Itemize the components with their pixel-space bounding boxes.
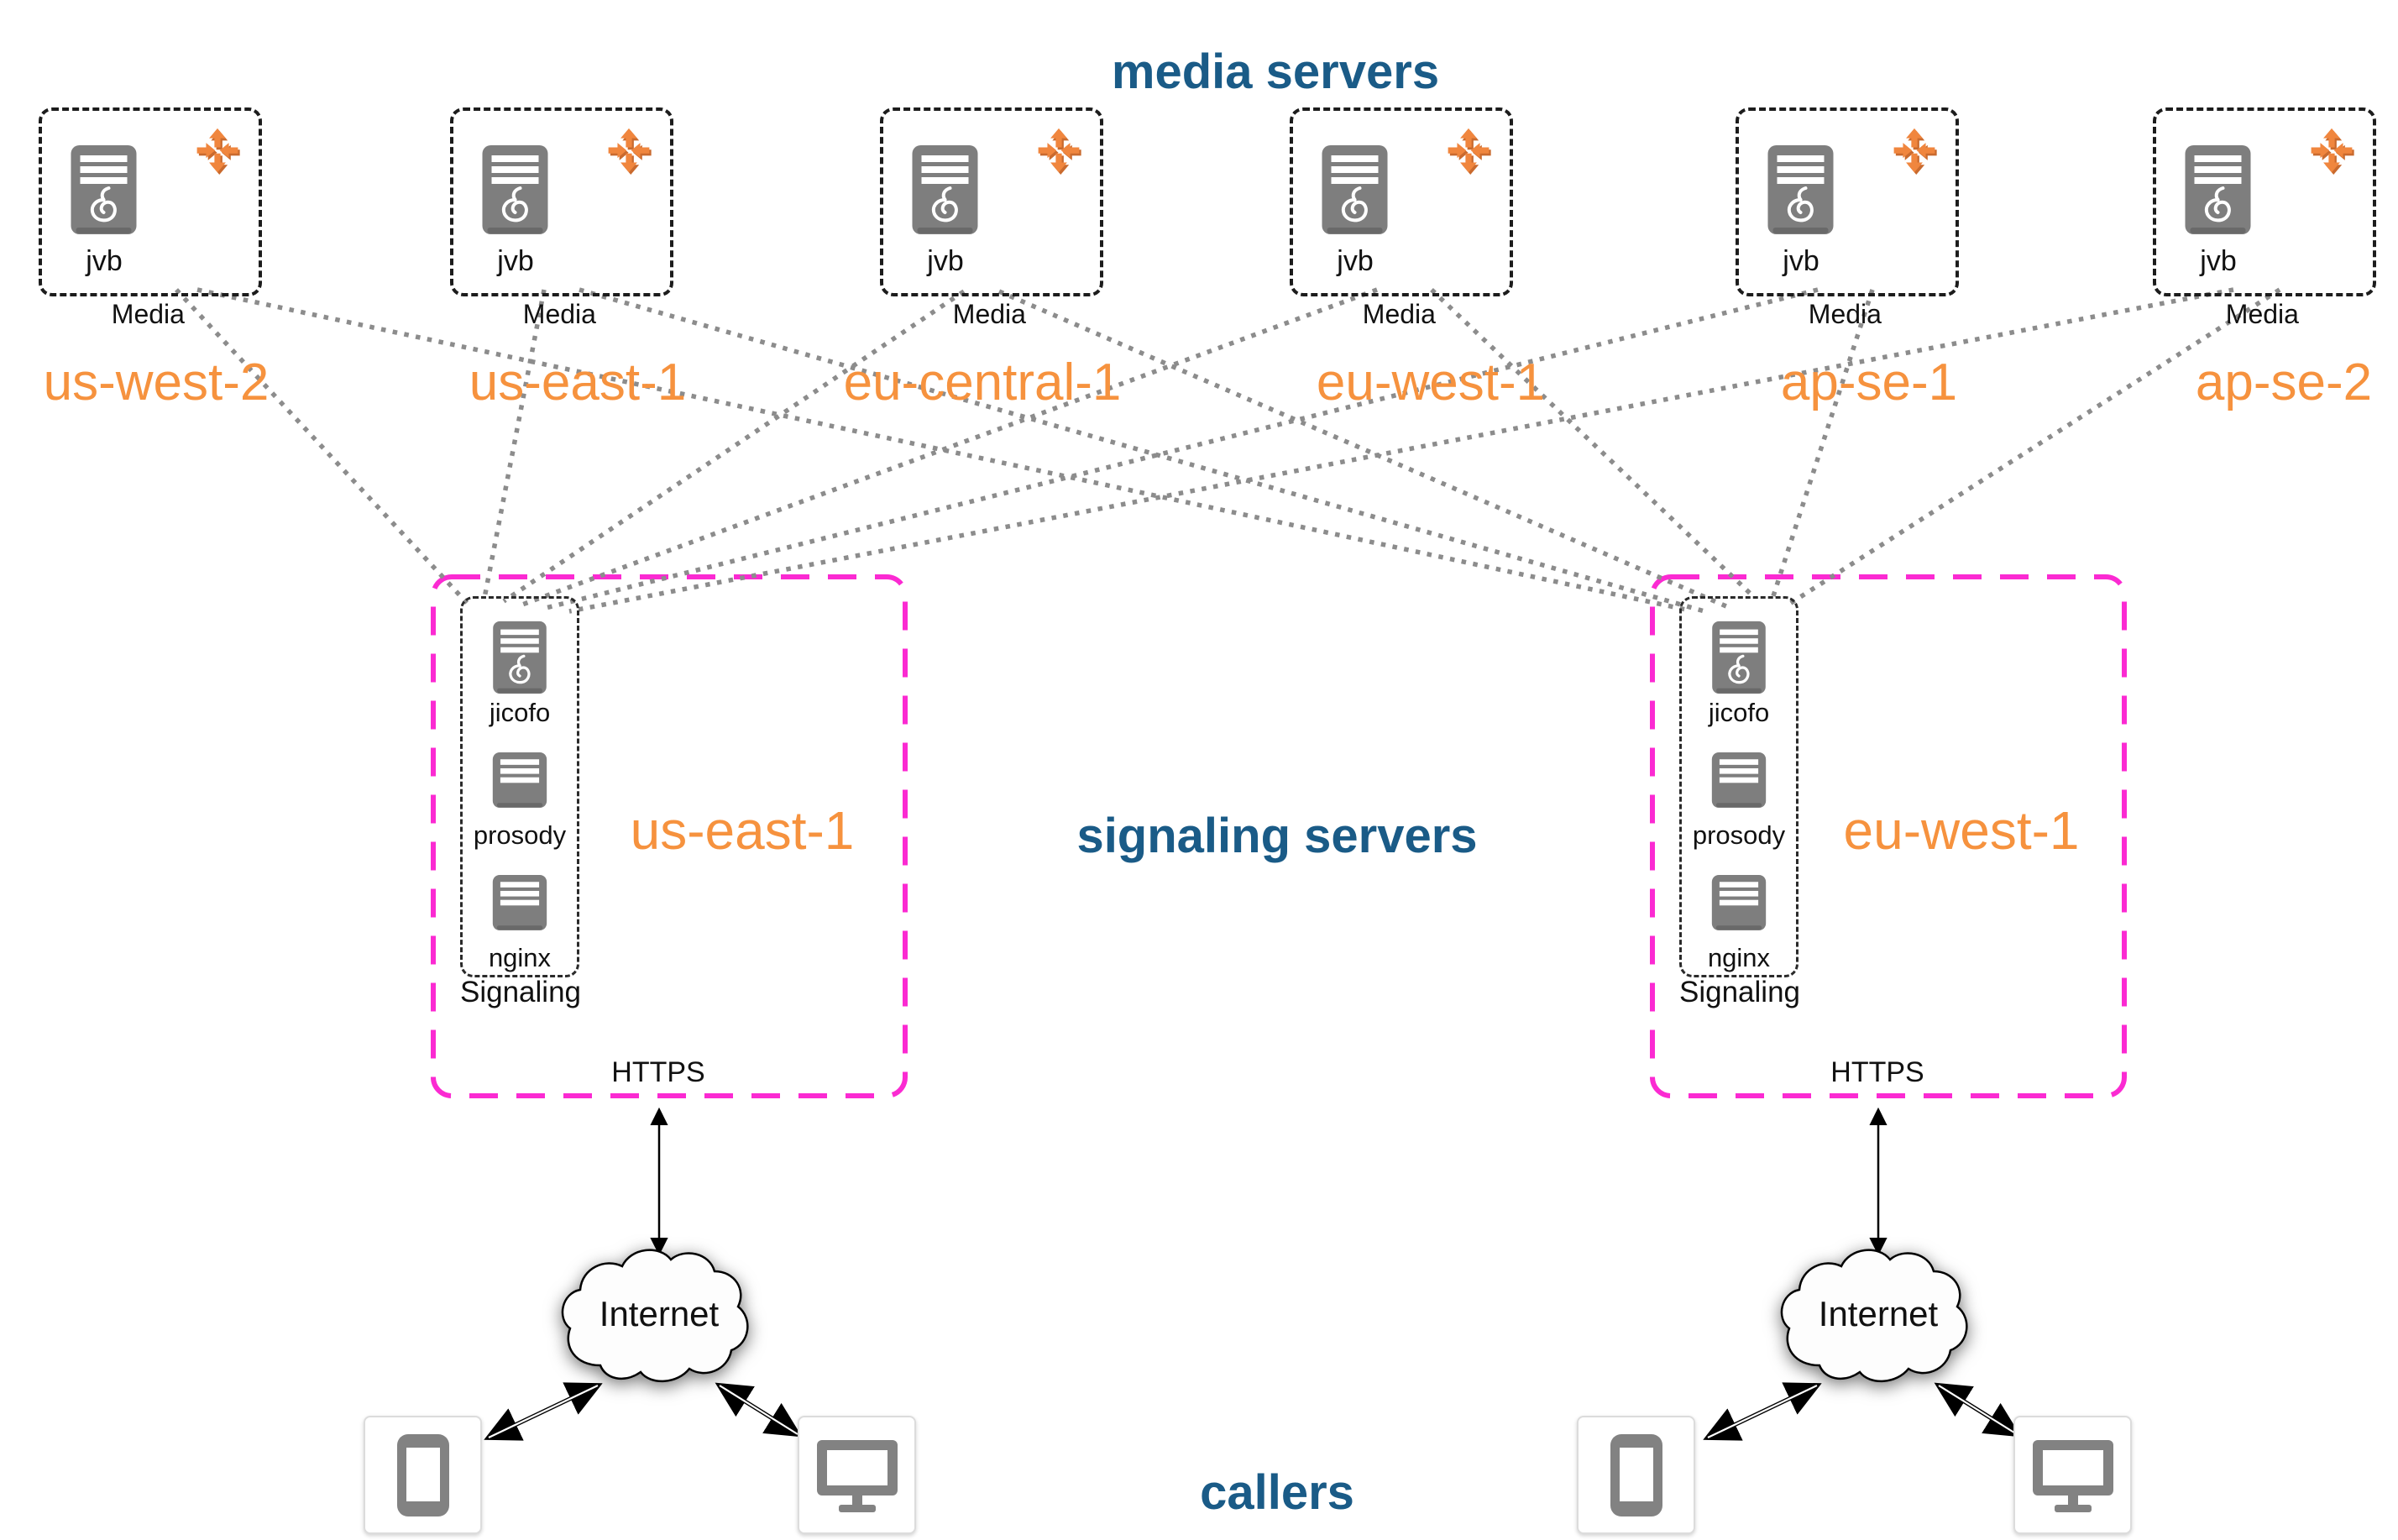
region-label-us-west-2: us-west-2 — [43, 354, 270, 411]
caller-device-tablet — [1577, 1416, 1695, 1534]
scale-arrows-icon — [608, 128, 652, 175]
caller-device-tablet — [364, 1416, 482, 1534]
jicofo-server-icon — [492, 621, 547, 694]
jvb-server-icon — [1767, 144, 1835, 236]
jvb-label: jvb — [1337, 245, 1374, 277]
prosody-server-icon — [1711, 752, 1767, 808]
media-zone-label: Media — [1362, 299, 1436, 329]
media-link-line — [579, 287, 1705, 614]
signaling-zone-label: Signaling — [1679, 976, 1800, 1008]
region-label-us-east-1: us-east-1 — [469, 354, 687, 411]
internet-label: Internet — [1818, 1294, 1939, 1334]
jvb-label: jvb — [927, 245, 964, 277]
jvb-label: jvb — [1783, 245, 1819, 277]
media-link-line — [545, 287, 1819, 610]
signaling-cluster: jicofo prosody nginx — [1679, 596, 1798, 977]
callers-title: callers — [1200, 1465, 1354, 1520]
monitor-icon — [816, 1439, 898, 1512]
nginx-server-icon — [492, 875, 547, 930]
region-label-eu-central-1: eu-central-1 — [843, 354, 1122, 411]
jicofo-server-icon — [1711, 621, 1767, 694]
media-link-line — [196, 287, 1687, 612]
prosody-label: prosody — [473, 820, 567, 850]
media-zone-label: Media — [111, 299, 185, 329]
media-box-ap-se-1: jvb Media — [1736, 107, 1959, 329]
jicofo-label: jicofo — [1708, 698, 1770, 727]
media-link-line — [1769, 289, 1875, 602]
cloud-device-arrows — [484, 1382, 2022, 1441]
media-link-line — [502, 289, 966, 604]
signaling-zone-label: Signaling — [460, 976, 581, 1008]
signaling-box-us-east-1: jicofo prosody nginx Signaling us-east-1… — [433, 574, 905, 1096]
cloud-device-arrow-gap — [719, 1385, 798, 1435]
caller-device-monitor — [798, 1416, 916, 1534]
media-zone-label: Media — [2225, 299, 2299, 329]
media-box-eu-west-1: jvb Media — [1290, 107, 1513, 329]
https-label: HTTPS — [1830, 1056, 1924, 1088]
scale-arrows-icon — [196, 128, 240, 175]
media-box-ap-se-2: jvb Media — [2153, 107, 2376, 329]
media-zone-label: Media — [952, 299, 1026, 329]
media-link-line — [521, 287, 1378, 607]
media-link-line — [1430, 288, 1757, 600]
signaling-servers-title: signaling servers — [1076, 809, 1478, 863]
media-box-us-east-1: jvb Media — [450, 107, 673, 329]
signaling-box-eu-west-1: jicofo prosody nginx Signaling eu-west-1… — [1652, 574, 2124, 1096]
https-label: HTTPS — [611, 1056, 705, 1088]
scale-arrows-icon — [1893, 128, 1937, 175]
jvb-server-icon — [2184, 144, 2252, 236]
media-link-line — [174, 288, 469, 605]
jvb-server-icon — [481, 144, 549, 236]
scale-arrows-icon — [1448, 128, 1491, 175]
media-link-line — [482, 289, 547, 599]
jicofo-label: jicofo — [489, 698, 551, 727]
signaling-region-frame-us-east-1 — [431, 574, 908, 1098]
media-servers-title: media servers — [1111, 45, 1440, 99]
media-link-line — [568, 287, 2234, 614]
cloud-device-arrow-gap — [1938, 1385, 2018, 1435]
nginx-server-icon — [1711, 875, 1767, 930]
media-link-line — [1787, 287, 2281, 607]
prosody-server-icon — [492, 752, 547, 808]
media-box-us-west-2: jvb Media — [39, 107, 262, 329]
jvb-server-icon — [70, 144, 138, 236]
region-label-ap-se-2: ap-se-2 — [2195, 354, 2373, 411]
signaling-cluster: jicofo prosody nginx — [460, 596, 579, 977]
caller-device-monitor — [2013, 1416, 2132, 1534]
signaling-region-frame-eu-west-1 — [1650, 574, 2127, 1098]
jvb-server-icon — [1321, 144, 1389, 236]
media-box-eu-central-1: jvb Media — [880, 107, 1103, 329]
internet-cloud: Internet — [1776, 1239, 1981, 1396]
media-zone-label: Media — [522, 299, 596, 329]
tablet-icon — [396, 1433, 449, 1516]
cloud-device-arrow-gap — [488, 1385, 599, 1438]
nginx-label: nginx — [1707, 943, 1771, 972]
media-zone-label: Media — [1808, 299, 1882, 329]
region-label-ap-se-1: ap-se-1 — [1780, 354, 1958, 411]
jvb-label: jvb — [497, 245, 534, 277]
monitor-icon — [2032, 1439, 2113, 1512]
prosody-label: prosody — [1692, 820, 1786, 850]
signaling-region-label-us-east-1: us-east-1 — [630, 800, 855, 861]
tablet-icon — [1610, 1433, 1662, 1516]
scale-arrows-icon — [2311, 128, 2354, 175]
signaling-region-label-eu-west-1: eu-west-1 — [1843, 800, 2080, 861]
media-link-line — [997, 289, 1728, 609]
cloud-device-arrow-gap — [1707, 1385, 1818, 1438]
jvb-server-icon — [911, 144, 979, 236]
jvb-label: jvb — [86, 245, 123, 277]
nginx-label: nginx — [488, 943, 552, 972]
internet-label: Internet — [599, 1294, 720, 1334]
jvb-label: jvb — [2200, 245, 2237, 277]
scale-arrows-icon — [1038, 128, 1081, 175]
region-label-eu-west-1: eu-west-1 — [1316, 354, 1546, 411]
internet-cloud: Internet — [557, 1239, 762, 1396]
